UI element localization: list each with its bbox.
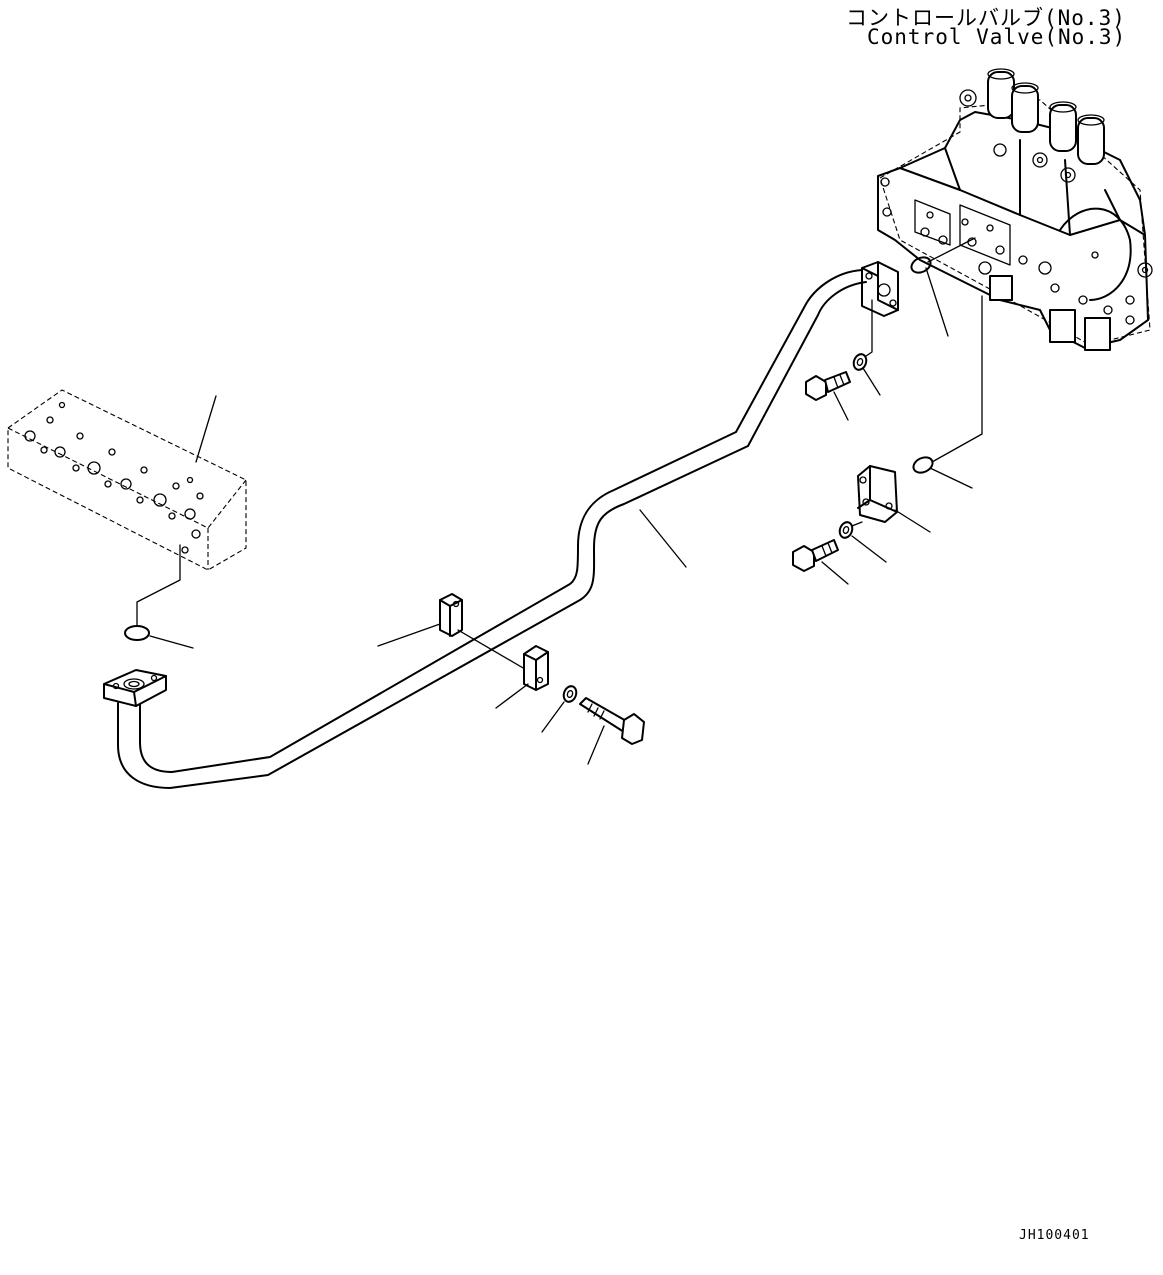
leader-line	[377, 623, 441, 647]
leader-line	[149, 635, 194, 649]
assembly-line	[927, 237, 976, 263]
clamp-upper	[439, 593, 463, 637]
hydraulic-pipe	[117, 269, 867, 789]
assembly-line	[457, 629, 531, 673]
control-valve-label-en: Control Valve(No.3)	[867, 25, 1127, 49]
leader-line	[925, 267, 949, 337]
leader-line	[541, 701, 565, 733]
washer-lower	[838, 521, 854, 539]
leader-line	[195, 395, 217, 463]
assembly-line	[865, 299, 873, 357]
leader-line	[894, 509, 931, 533]
o-ring-lower	[912, 456, 934, 474]
bolt-upper	[805, 371, 851, 401]
leader-line	[833, 391, 849, 421]
leader-line	[929, 467, 973, 489]
leader-line	[495, 683, 529, 709]
flange-upper	[861, 261, 899, 317]
o-ring-left	[124, 625, 150, 641]
bolt-clamp	[579, 697, 645, 745]
drawing-code: JH100401	[1019, 1228, 1090, 1243]
control-valve-label-jp: コントロールバルブ(No.3)	[846, 6, 1126, 30]
leader-line	[851, 535, 887, 563]
leader-line	[821, 561, 849, 585]
washer-upper	[852, 353, 868, 371]
o-ring-upper	[910, 256, 932, 274]
washer-clamp	[562, 685, 578, 703]
assembly-line	[931, 295, 983, 463]
control-valve-assembly	[877, 68, 1153, 351]
clamp-lower	[523, 645, 549, 691]
leader-line	[587, 725, 605, 765]
flange-lower	[103, 669, 167, 707]
bolt-lower	[792, 539, 839, 572]
leader-line	[862, 367, 881, 396]
assembly-line	[136, 544, 181, 627]
assembly-line	[851, 521, 863, 527]
leader-line	[639, 509, 687, 568]
flange-cover	[857, 465, 898, 523]
manifold-block	[7, 389, 247, 571]
